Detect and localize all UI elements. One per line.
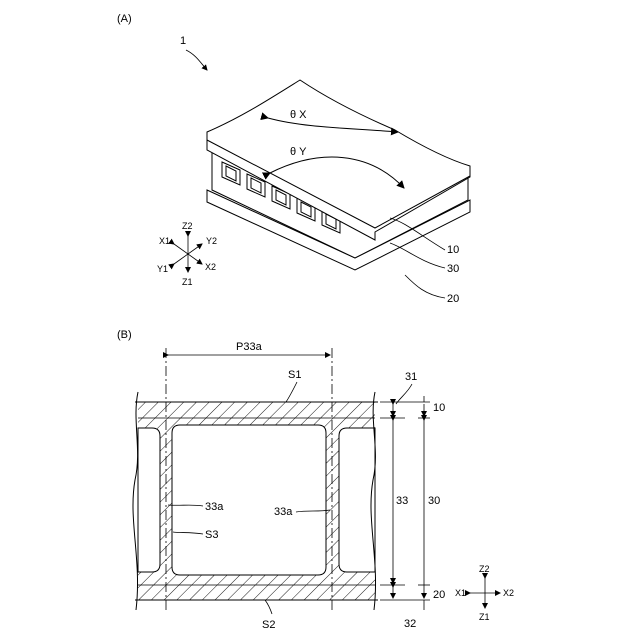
svg-text:X1: X1 <box>159 236 170 246</box>
panel-a-label: (A) <box>117 13 132 25</box>
ref-20-label: 20 <box>447 293 459 305</box>
s1-label: S1 <box>288 369 301 381</box>
ref-31-label: 31 <box>405 371 417 383</box>
leader-20 <box>405 275 445 298</box>
ref-20-b-label: 20 <box>433 589 445 601</box>
s1-leader <box>286 382 297 402</box>
svg-text:X2: X2 <box>205 262 216 272</box>
right-cell-cavity <box>339 428 375 572</box>
ref-30-b-label: 30 <box>428 495 440 507</box>
break-line-left <box>133 392 138 610</box>
svg-text:X1: X1 <box>455 588 466 598</box>
ref-33-label: 33 <box>396 495 408 507</box>
ref-1-arrow <box>186 50 207 70</box>
ref-30-label: 30 <box>447 263 459 275</box>
axes-indicator-b: Z2 Z1 X1 X2 <box>455 564 514 622</box>
s2-label: S2 <box>262 619 275 631</box>
svg-text:Z1: Z1 <box>182 277 193 287</box>
svg-text:Z2: Z2 <box>479 564 490 574</box>
svg-text:X2: X2 <box>503 588 514 598</box>
theta-x-label: θ X <box>290 109 307 121</box>
panel-a: (A) 1 θ X θ Y 10 <box>117 13 470 305</box>
s2-leader <box>265 600 272 614</box>
ref-10-label: 10 <box>447 244 459 256</box>
pitch-label: P33a <box>236 341 263 353</box>
ref-33a-left-label: 33a <box>205 501 224 513</box>
ref-31-leader <box>396 384 412 404</box>
s3-leader <box>173 532 203 534</box>
central-cell <box>172 425 326 575</box>
ref-33a-left-leader <box>168 505 203 506</box>
ref-10-b-label: 10 <box>433 402 445 414</box>
ref-33a-right-leader <box>296 510 330 512</box>
svg-text:Y2: Y2 <box>206 236 217 246</box>
svg-text:Z2: Z2 <box>182 221 193 231</box>
ref-32-label: 32 <box>404 618 416 630</box>
ref-1-label: 1 <box>180 35 186 47</box>
panel-b: (B) P33a S1 S2 S3 33a 33a <box>117 329 514 631</box>
ref-33a-right-label: 33a <box>274 506 293 518</box>
panel-b-label: (B) <box>117 329 132 341</box>
svg-text:Z1: Z1 <box>479 612 490 622</box>
theta-y-label: θ Y <box>290 146 307 158</box>
left-cell-cavity <box>138 428 160 572</box>
axes-indicator-a: Z2 Z1 X1 X2 Y1 Y2 <box>157 221 217 287</box>
s3-label: S3 <box>205 529 218 541</box>
svg-text:Y1: Y1 <box>157 264 168 274</box>
leader-30 <box>390 243 445 268</box>
